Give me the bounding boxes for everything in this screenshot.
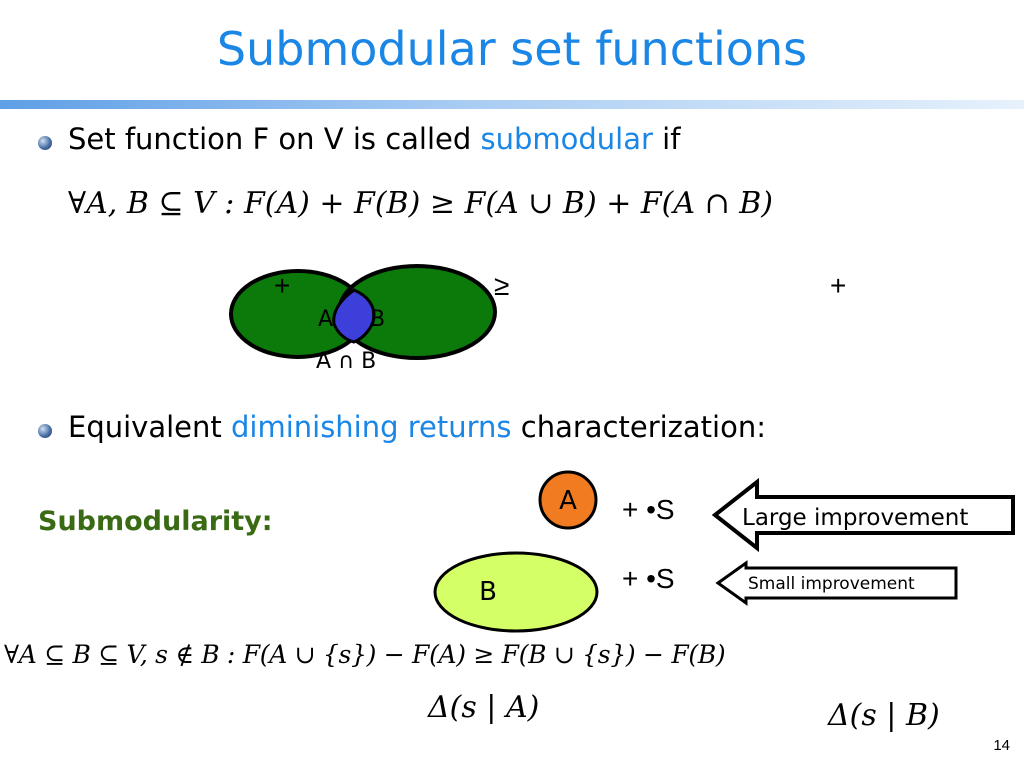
bullet-text-suffix: characterization:	[511, 410, 766, 444]
title-divider	[0, 100, 1024, 109]
large-improvement-label: Large improvement	[742, 505, 968, 531]
venn-label-b: B	[370, 307, 385, 332]
small-improvement-arrow: Small improvement	[715, 560, 958, 606]
bullet-text-prefix: Set function F on V is called	[68, 122, 481, 156]
intersection-region	[332, 288, 376, 344]
bullet-diminishing-returns: Equivalent diminishing returns character…	[68, 410, 766, 444]
set-b-label: B	[479, 577, 497, 607]
add-element-top: + •S	[622, 494, 675, 525]
set-a-circle: A	[538, 470, 598, 530]
add-element-bottom: + •S	[622, 563, 675, 594]
bullet-icon	[38, 424, 52, 438]
set-a-label: A	[559, 486, 577, 516]
submodularity-definition-formula: ∀A, B ⊆ V : F(A) + F(B) ≥ F(A ∪ B) + F(A…	[68, 186, 774, 221]
venn-plus-right: +	[830, 270, 847, 301]
venn-plus-left: +	[274, 270, 291, 301]
venn-geq: ≥	[494, 270, 510, 301]
set-b-ellipse-large: B	[433, 551, 599, 633]
bullet-text-prefix: Equivalent	[68, 410, 231, 444]
page-number: 14	[993, 737, 1010, 754]
marginal-gain-a: Δ(s | A)	[428, 690, 540, 725]
term-submodular: submodular	[480, 122, 653, 156]
page-title: Submodular set functions	[216, 22, 808, 76]
bullet-text-suffix: if	[652, 122, 681, 156]
submodularity-label: Submodularity:	[38, 506, 273, 537]
bullet-definition: Set function F on V is called submodular…	[68, 122, 680, 156]
marginal-gain-b: Δ(s | B)	[828, 698, 940, 733]
bullet-icon	[38, 136, 52, 150]
venn-diagram: A B A ∩ B	[229, 264, 497, 374]
diminishing-returns-formula: ∀A ⊆ B ⊆ V, s ∉ B : F(A ∪ {s}) − F(A) ≥ …	[4, 640, 726, 669]
term-diminishing-returns: diminishing returns	[230, 410, 512, 444]
small-improvement-label: Small improvement	[748, 574, 915, 594]
venn-label-intersection: A ∩ B	[316, 349, 376, 374]
large-improvement-arrow: Large improvement	[711, 478, 1015, 552]
venn-label-a: A	[318, 307, 333, 332]
